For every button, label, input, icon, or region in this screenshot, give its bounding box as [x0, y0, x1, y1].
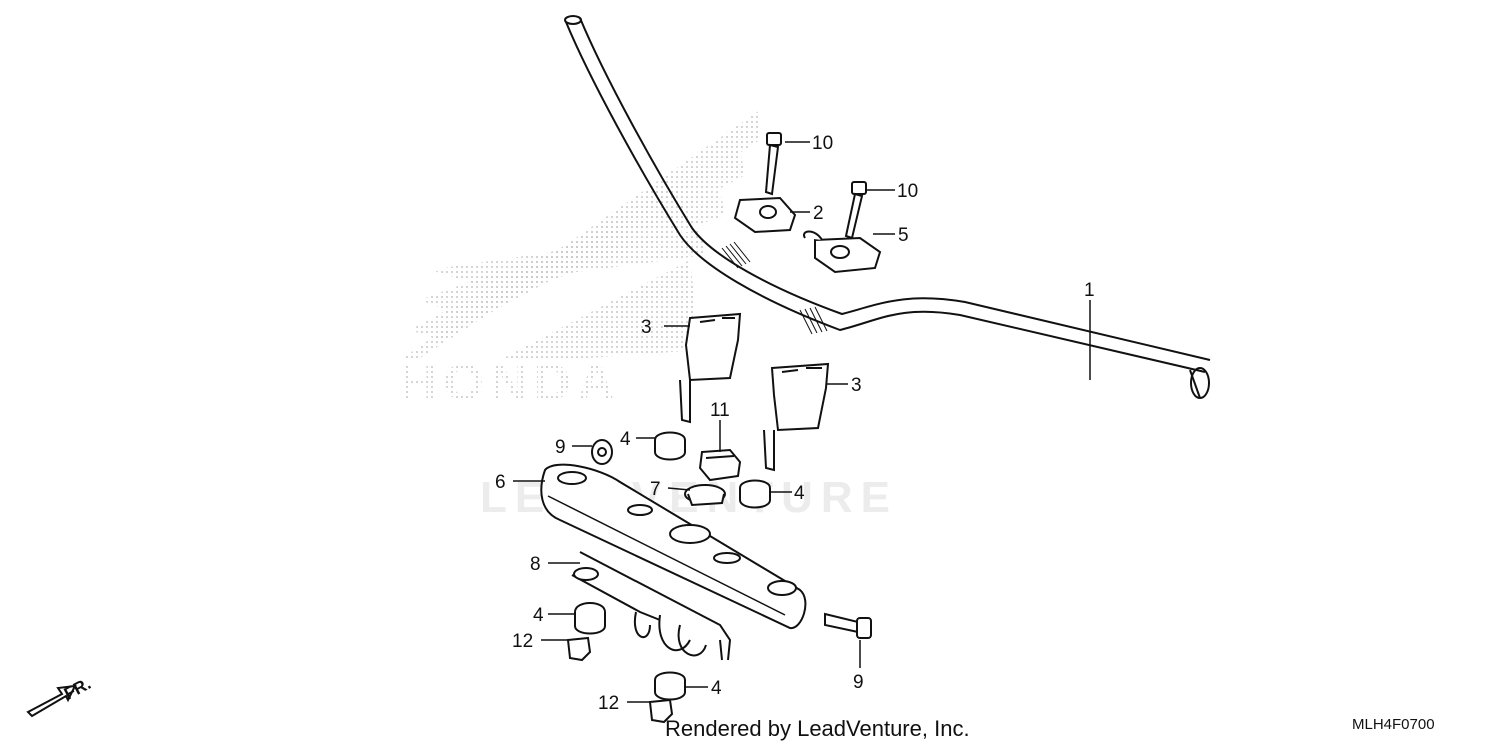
callout-2: 2	[813, 203, 824, 224]
callout-9-right: 9	[853, 672, 864, 693]
handlebar-lower-holder-3-left	[679, 312, 742, 424]
diagram-code: MLH4F0700	[1352, 716, 1435, 733]
handlebar-knurl-left	[721, 241, 751, 269]
callout-10-lower: 10	[897, 181, 918, 202]
wire-guide-8	[571, 551, 732, 661]
callout-6: 6	[495, 472, 506, 493]
steering-stem-nut-11	[698, 448, 742, 482]
render-credit: Rendered by LeadVenture, Inc.	[665, 716, 970, 741]
callout-12-b: 12	[598, 693, 619, 714]
bolt-10-upper	[764, 132, 782, 196]
handlebar	[564, 15, 1211, 399]
bolt-9-right	[824, 612, 872, 639]
brand-wing-watermark	[400, 110, 760, 360]
callout-4-b: 4	[794, 483, 805, 504]
callout-8: 8	[530, 554, 541, 575]
callout-3-right: 3	[851, 375, 862, 396]
callout-4-c: 4	[533, 605, 544, 626]
callout-7: 7	[650, 479, 661, 500]
handlebar-upper-holder-2	[733, 196, 797, 234]
handlebar-upper-holder-5	[803, 230, 882, 274]
nut-12-a	[566, 636, 592, 662]
brand-watermark-text: HONDA	[400, 354, 621, 412]
callout-4-a: 4	[620, 429, 631, 450]
callout-3-left: 3	[641, 317, 652, 338]
front-direction-arrow-icon: FR.	[26, 674, 94, 718]
bolt-10-lower	[844, 181, 867, 240]
callout-4-d: 4	[711, 678, 722, 699]
callout-10-upper: 10	[812, 133, 833, 154]
handlebar-lower-holder-3-right	[763, 362, 830, 472]
callout-5: 5	[898, 225, 909, 246]
callout-12-a: 12	[512, 631, 533, 652]
rubber-4-d	[654, 671, 686, 701]
washer-7	[684, 484, 726, 507]
rubber-4-b	[739, 479, 771, 509]
handlebar-knurl-right	[799, 306, 828, 335]
leader-lines	[513, 141, 1091, 703]
callout-9-left: 9	[555, 437, 566, 458]
nut-12-b	[648, 698, 674, 724]
front-direction-label: FR.	[61, 674, 94, 704]
nut-9-left	[591, 439, 613, 465]
callout-1: 1	[1084, 280, 1095, 301]
callout-11: 11	[710, 400, 730, 421]
callout-labels: 1 10 10 2 5 3 3 11 4 9 6 7 4 8 4 12 9 4 …	[495, 133, 1095, 714]
rubber-4-a	[654, 431, 686, 461]
top-bridge-6	[540, 463, 807, 629]
rubber-4-c	[574, 602, 606, 635]
